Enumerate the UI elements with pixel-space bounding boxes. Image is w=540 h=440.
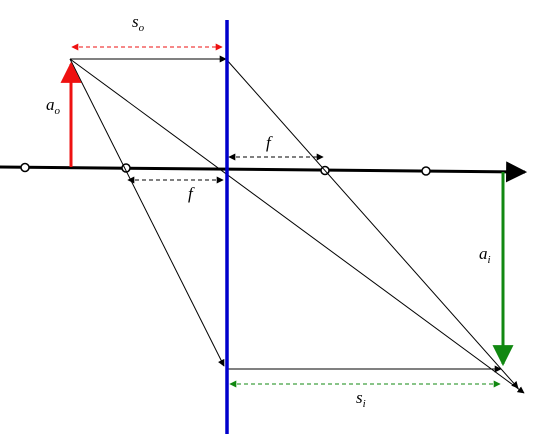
axis-point-2f-image-side: [421, 166, 431, 176]
optical-axis: [0, 161, 528, 183]
image-height-label: ai: [479, 244, 491, 266]
image-distance-label: si: [356, 388, 366, 410]
parallel-ray-out: [225, 58, 519, 389]
focal-length-label-image-side: f: [266, 133, 273, 152]
object-height-label: ao: [46, 95, 61, 117]
object-distance-label: so: [132, 12, 145, 34]
axis-point-2f-object-side: [20, 162, 30, 173]
central-ray: [69, 58, 525, 394]
focal-length-label-object-side: f: [188, 184, 195, 203]
rays: [69, 55, 525, 394]
focal-ray-in: [69, 58, 225, 367]
